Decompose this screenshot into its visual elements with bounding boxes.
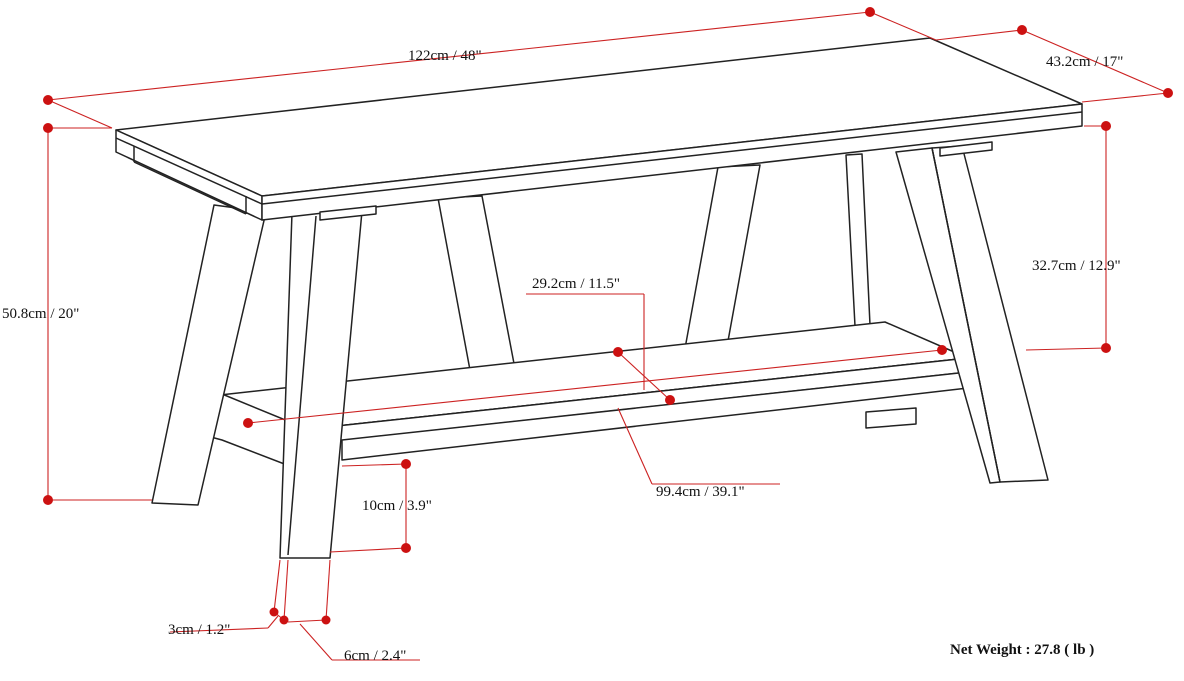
under-seat-height-label: 32.7cm / 12.9" (1032, 258, 1121, 274)
total-height-label: 50.8cm / 20" (2, 306, 79, 322)
length-label: 122cm / 48" (408, 48, 482, 64)
seat-top (115, 37, 1083, 221)
depth-label: 43.2cm / 17" (1046, 54, 1123, 70)
back-right-leg-inner (845, 153, 871, 327)
shelf-depth-label: 29.2cm / 11.5" (532, 276, 620, 292)
shelf-length-label: 99.4cm / 39.1" (656, 484, 745, 500)
dimension-labels: 122cm / 48" 43.2cm / 17" 50.8cm / 20" 32… (2, 48, 1123, 664)
shelf-clearance-label: 10cm / 3.9" (362, 498, 432, 514)
front-left-outer-leg (151, 204, 267, 506)
dimension-lines (43, 7, 1173, 661)
leg-thickness-label: 3cm / 1.2" (168, 622, 230, 638)
bench-drawing (115, 37, 1083, 559)
leg-width-label: 6cm / 2.4" (344, 648, 406, 664)
net-weight-label: Net Weight : 27.8 ( lb ) (950, 642, 1094, 658)
